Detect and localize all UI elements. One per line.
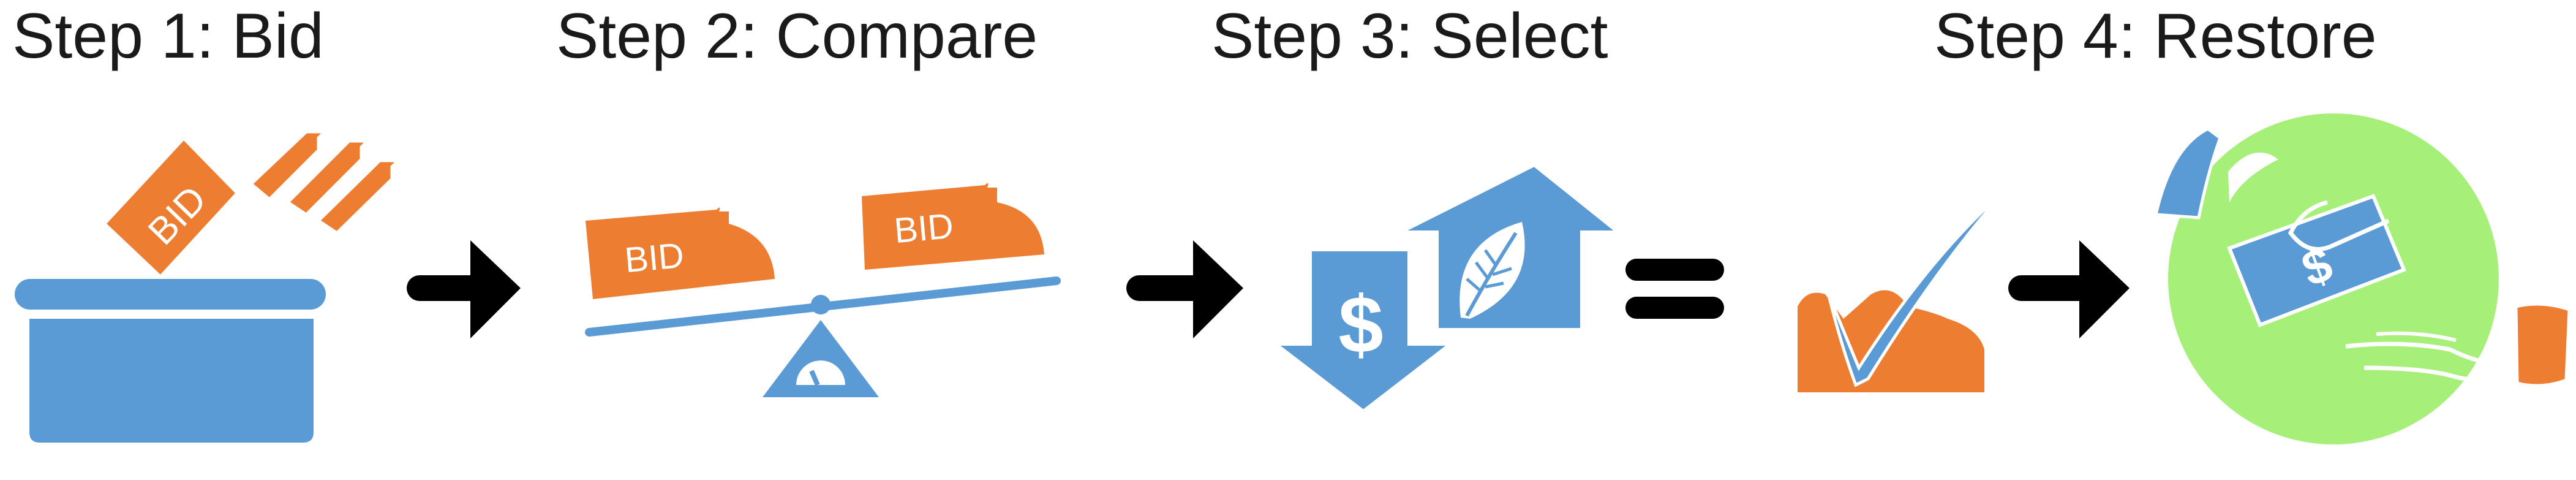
left-bid-label: BID: [623, 235, 685, 280]
equals-icon: [1625, 259, 1724, 319]
step-2-title: Step 2: Compare: [556, 1, 1038, 72]
money-and-leaf-icon: $: [1273, 164, 1621, 413]
arrow-icon: [1126, 240, 1243, 338]
step-1-title: Step 1: Bid: [12, 1, 324, 72]
arrow-icon: [2008, 240, 2130, 338]
ballot-box-body: [29, 319, 314, 443]
step-4-title: Step 4: Restore: [1934, 1, 2377, 72]
ballot-box-icon: BID: [15, 130, 402, 443]
arrow-icon: [407, 240, 521, 338]
globe-restoration-icon: $: [2153, 113, 2571, 444]
checkmark-icon: [1798, 190, 2005, 392]
balance-scale-icon: BID BID: [585, 183, 1061, 397]
dollar-symbol: $: [1338, 280, 1383, 370]
ballot-box-lid: [15, 279, 326, 310]
step-3-title: Step 3: Select: [1211, 1, 1608, 72]
right-bid-label: BID: [892, 206, 955, 251]
